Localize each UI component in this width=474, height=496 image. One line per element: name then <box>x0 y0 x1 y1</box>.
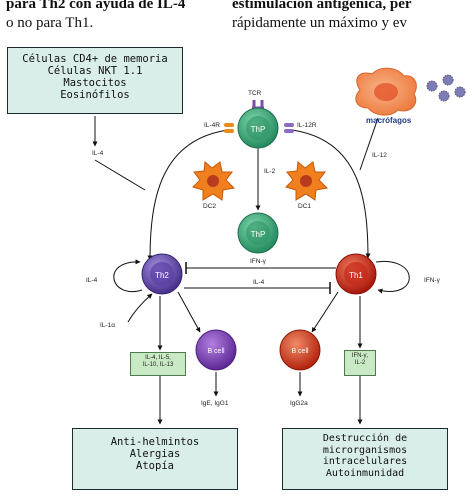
macrofagos-label: macrófagos <box>366 116 412 125</box>
il4-source-label: IL-4 <box>92 150 104 157</box>
th1-outcome-line-4: Autoinmunidad <box>325 467 405 479</box>
dc1-label: DC1 <box>298 203 312 210</box>
header-line-1-right: estimulación antigénica, per <box>232 0 412 12</box>
thp-top-nucleus <box>246 116 270 140</box>
header-line-2-left: o no para Th1. <box>6 15 94 31</box>
th1-outcome-line-2: microrganismos <box>322 444 408 456</box>
il12-label: IL-12 <box>372 152 387 159</box>
il4-left-loop-label: IL-4 <box>86 277 98 284</box>
th2-cytokines-box: IL-4, IL-5, IL-10, IL-13 <box>130 352 186 376</box>
b-cell-left <box>195 329 237 371</box>
dc2-label: DC2 <box>203 203 217 210</box>
il12r-receptor-icon <box>284 123 294 127</box>
il4r-receptor-icon-2 <box>224 129 234 133</box>
source-line-2: Células NKT 1.1 <box>47 65 143 78</box>
th2-outcome-line-1: Anti-helmintos <box>110 436 200 448</box>
th2-outcome-box: Anti-helmintos Alergias Atopía <box>72 428 238 490</box>
il4-mid-label: IL-4 <box>253 279 265 286</box>
arrow-il12-to-th1 <box>359 117 379 171</box>
thp-mid-label: ThP <box>251 230 266 239</box>
il12r-receptor-icon-2 <box>284 129 294 133</box>
tcr-label: TCR <box>248 90 262 97</box>
th1-cytokines-line-2: IL-2 <box>354 360 366 367</box>
ifn-gamma-mid-label: IFN-γ <box>250 258 266 265</box>
pathogen-icon-3 <box>438 90 450 102</box>
th2-cytokines-line-1: IL-4, IL-5, <box>145 355 171 361</box>
source-line-4: Eosinófilos <box>60 89 130 102</box>
pathogen-icon-4 <box>454 86 466 98</box>
thp-top-label: ThP <box>251 125 266 134</box>
arrow-il4-to-th2 <box>94 159 146 191</box>
il4r-label: IL-4R <box>204 122 220 129</box>
il4-autocrine-loop <box>113 259 143 293</box>
b-cell-right-label: B cell <box>291 348 309 355</box>
il1a-arrow <box>127 293 153 323</box>
il1a-label: IL-1α <box>100 322 115 329</box>
b-cell-right <box>279 329 321 371</box>
pathogen-icon-2 <box>442 74 454 86</box>
header-line-1-left: para Th2 con ayuda de IL-4 <box>6 0 186 12</box>
th1-outcome-box: Destrucción de microrganismos intracelul… <box>282 428 448 490</box>
th1-cytokines-box: IFN-γ, IL-2 <box>344 350 376 376</box>
th1-nucleus <box>344 262 368 286</box>
th2-cytokines-line-2: IL-10, IL-13 <box>142 362 174 369</box>
arrow-th1-to-bcell <box>311 291 339 333</box>
dc2-nucleus <box>207 175 219 187</box>
th1-outcome-line-3: intracelulares <box>322 456 408 467</box>
macrophage-nucleus <box>374 83 398 101</box>
ifn-gamma-autocrine-loop <box>375 260 410 294</box>
th2-outcome-line-3: Atopía <box>136 460 174 473</box>
source-cells-box: Células CD4+ de memoria Células NKT 1.1 … <box>7 47 183 114</box>
pathogen-icon-1 <box>426 80 438 92</box>
arrow-thp-to-th1 <box>291 129 371 259</box>
il2-label: IL-2 <box>264 168 276 175</box>
th2-nucleus <box>150 262 174 286</box>
th2-outcome-line-2: Alergias <box>129 448 181 461</box>
source-line-3: Mastocitos <box>63 77 127 90</box>
ifn-gamma-right-loop-label: IFN-γ <box>424 277 440 284</box>
arrow-thp-to-th2 <box>147 129 229 261</box>
th2-label: Th2 <box>155 271 169 280</box>
source-line-1: Células CD4+ de memoria <box>22 53 168 65</box>
th1-cytokines-line-1: IFN-γ, <box>351 353 369 359</box>
arrow-th2-to-bcell <box>177 291 201 333</box>
dc1-nucleus <box>300 175 312 187</box>
th1-outcome-line-1: Destrucción de <box>322 433 408 444</box>
thp-mid-nucleus <box>246 221 270 245</box>
igg2a-label: IgG2a <box>290 400 308 407</box>
ige-igg1-label: IgE, IgG1 <box>201 400 229 407</box>
header-line-2-right: rápidamente un máximo y ev <box>232 15 407 31</box>
b-cell-left-label: B cell <box>207 348 225 355</box>
il12r-label: IL-12R <box>297 122 317 129</box>
th1-label: Th1 <box>349 271 363 280</box>
il4r-receptor-icon <box>224 123 234 127</box>
